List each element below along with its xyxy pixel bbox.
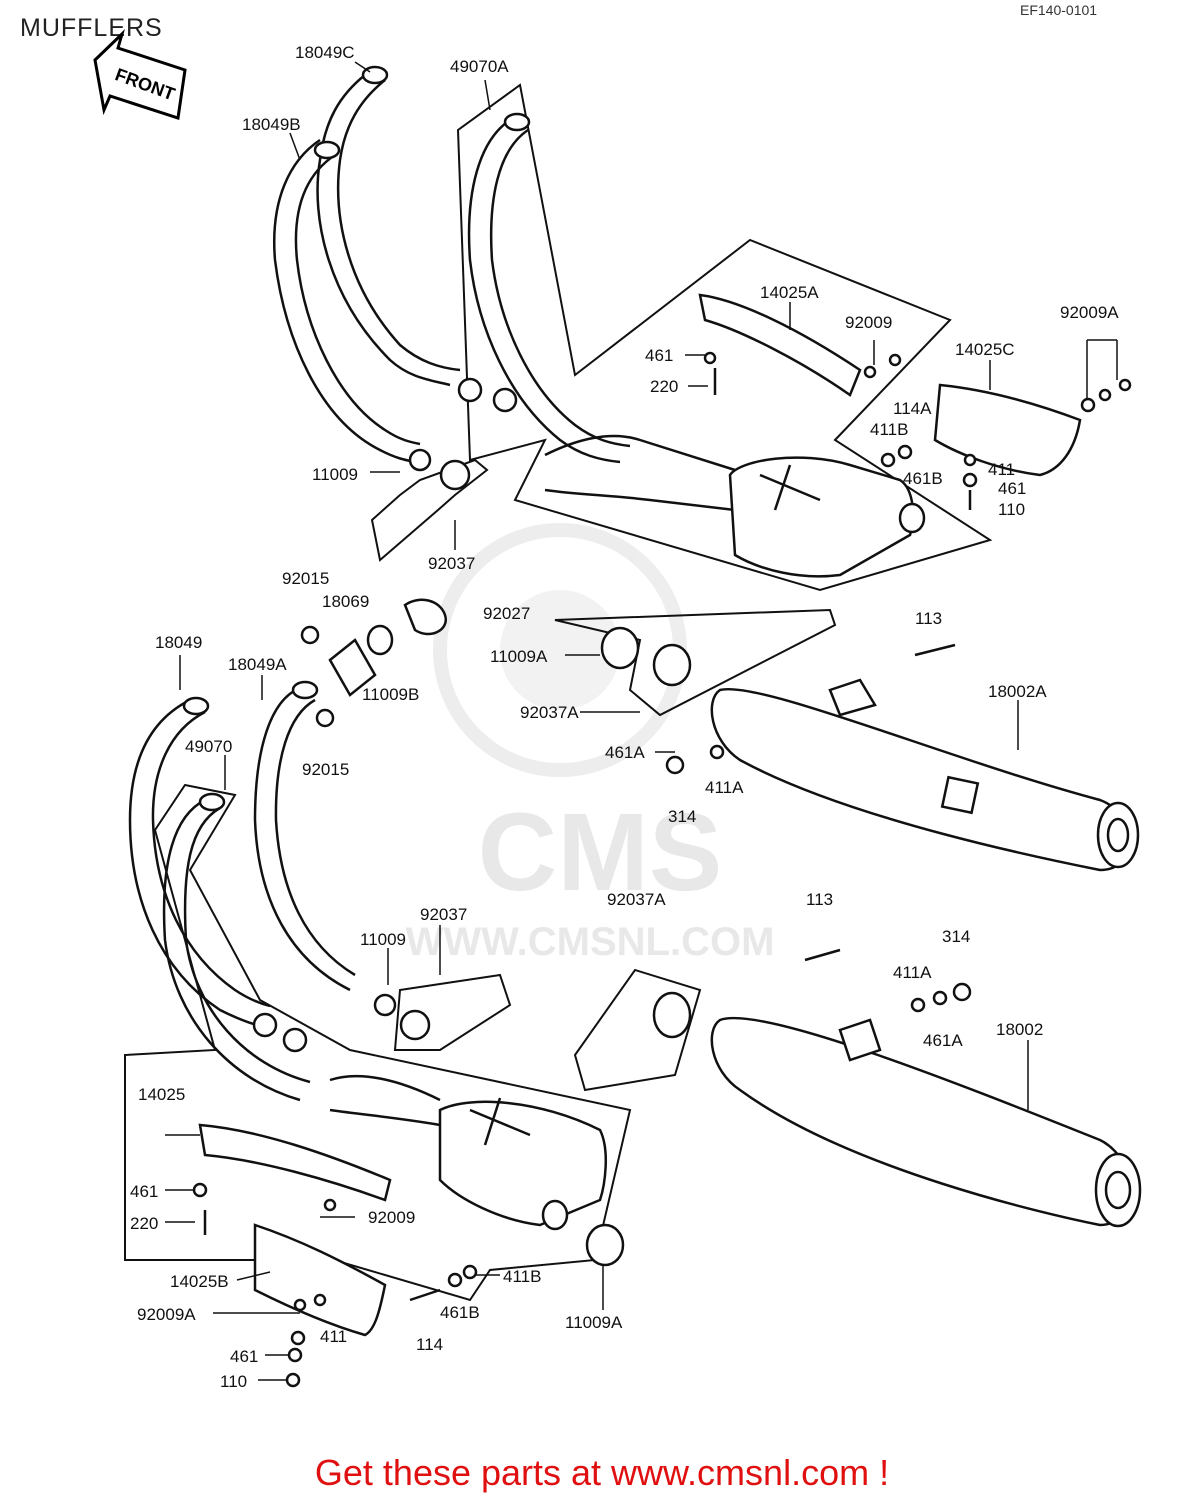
part-label: 18049C: [295, 43, 355, 62]
part-label: 14025: [138, 1085, 185, 1104]
part-label: 92015: [282, 569, 329, 588]
part-label: 14025B: [170, 1272, 229, 1291]
part-label: 461A: [923, 1031, 963, 1050]
part-label: 461: [130, 1182, 158, 1201]
part-label: 411A: [705, 778, 744, 797]
part-label: 314: [942, 927, 970, 946]
part-labels: 18049C 18049B 49070A 14025A 92009 92009A…: [130, 43, 1119, 1391]
front-arrow-icon: FRONT: [93, 29, 187, 120]
part-label: 11009A: [565, 1313, 623, 1332]
part-label: 461A: [605, 743, 645, 762]
part-label: 92037A: [607, 890, 666, 909]
watermark-brand: CMS: [478, 791, 722, 914]
part-label: 18002: [996, 1020, 1043, 1039]
part-label: 110: [998, 500, 1025, 519]
lower-exhaust-assembly: [124, 680, 632, 1388]
part-label: 14025A: [760, 283, 819, 302]
part-label: 411B: [503, 1267, 541, 1286]
part-label: 411: [988, 460, 1015, 479]
part-label: 14025C: [955, 340, 1015, 359]
watermark-url: WWW.CMSNL.COM: [406, 920, 775, 964]
part-label: 461: [230, 1347, 258, 1366]
part-label: 114: [416, 1335, 443, 1354]
part-label: 49070: [185, 737, 232, 756]
part-label: 461: [998, 479, 1026, 498]
part-label: 110: [220, 1372, 247, 1391]
part-label: 92009A: [1060, 303, 1119, 322]
part-label: 411: [320, 1327, 347, 1346]
part-label: 11009: [360, 930, 406, 949]
part-label: 461B: [903, 469, 943, 488]
page-title: MUFFLERS: [20, 14, 163, 42]
part-label: 113: [915, 609, 942, 628]
leader-lines: [165, 61, 1118, 1381]
part-label: 92009: [368, 1208, 415, 1227]
exploded-parts-diagram: CMS WWW.CMSNL.COM FRONT: [93, 29, 1142, 1391]
part-label: 18069: [322, 592, 369, 611]
diagram-code: EF140-0101: [1020, 2, 1098, 18]
part-label: 18049A: [228, 655, 287, 674]
upper-exhaust-assembly: [273, 65, 1132, 592]
muffler-18002: [573, 948, 1142, 1228]
part-label: 18049B: [242, 115, 301, 134]
part-label: 92037: [420, 905, 467, 924]
footer-link[interactable]: Get these parts at www.cmsnl.com !: [314, 1452, 890, 1493]
part-label: 114A: [893, 399, 932, 418]
part-label: 461: [645, 346, 673, 365]
part-label: 92027: [483, 604, 530, 623]
part-label: 220: [130, 1214, 158, 1233]
part-label: 92015: [302, 760, 349, 779]
part-label: 411A: [893, 963, 932, 982]
part-label: 18049: [155, 633, 202, 652]
part-label: 18002A: [988, 682, 1047, 701]
muffler-18002A: [554, 608, 1140, 872]
part-label: 461B: [440, 1303, 480, 1322]
part-label: 92009: [845, 313, 892, 332]
part-label: 92009A: [137, 1305, 196, 1324]
gasket-parts: [300, 598, 447, 728]
part-label: 11009: [312, 465, 358, 484]
part-label: 113: [806, 890, 833, 909]
part-label: 49070A: [450, 57, 509, 76]
part-label: 411B: [870, 420, 908, 439]
part-label: 220: [650, 377, 678, 396]
part-label: 92037A: [520, 703, 579, 722]
part-label: 11009B: [362, 685, 419, 704]
part-label: 314: [668, 807, 696, 826]
part-label: 11009A: [490, 647, 548, 666]
part-label: 92037: [428, 554, 475, 573]
